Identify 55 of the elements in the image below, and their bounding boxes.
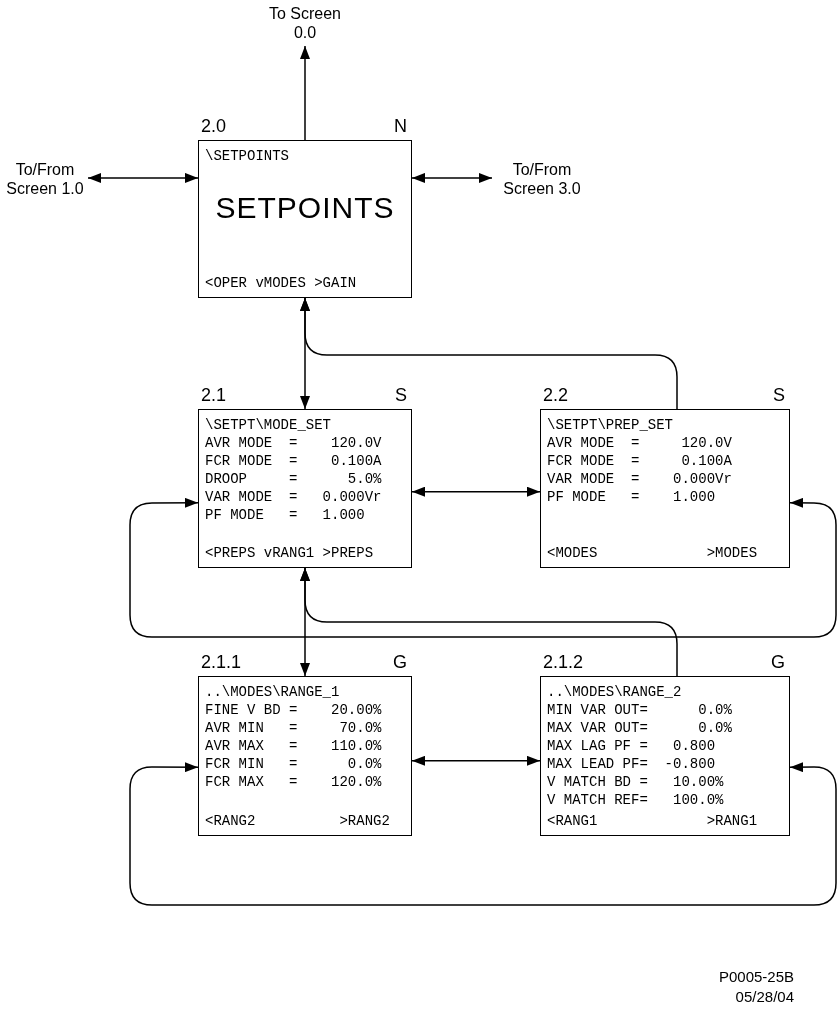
screen-text-line: FCR MAX = 120.0% bbox=[205, 773, 382, 791]
navigation-line: <PREPS vRANG1 >PREPS bbox=[205, 544, 374, 562]
screen-text-line: \SETPT\MODE_SET bbox=[205, 416, 332, 434]
connector-arrow bbox=[411, 755, 541, 766]
drawing-number: 05/28/04 bbox=[735, 988, 794, 1005]
connector-arrow bbox=[300, 45, 310, 141]
screen-text-line: V MATCH REF= 100.0% bbox=[547, 791, 724, 809]
note-text: To/From Screen 1.0 bbox=[6, 161, 84, 197]
screen-text-line: FINE V BD = 20.00% bbox=[205, 701, 382, 719]
connector-arrow bbox=[411, 172, 493, 183]
screen-number: 2.2 bbox=[543, 385, 569, 406]
connector-arrow bbox=[87, 172, 199, 183]
connector-arrow bbox=[129, 497, 837, 638]
drawing-number: P0005-25B bbox=[718, 968, 794, 985]
screen-title: SETPOINTS bbox=[215, 191, 395, 225]
screen-text-line: \SETPOINTS bbox=[205, 147, 289, 165]
screen-text-line: MIN VAR OUT= 0.0% bbox=[547, 701, 732, 719]
screen-letter: S bbox=[773, 385, 785, 406]
note-text: To/From Screen 3.0 bbox=[503, 161, 581, 197]
screen-number: 2.1.1 bbox=[201, 652, 242, 673]
navigation-line: <RANG2 >RANG2 bbox=[205, 812, 390, 830]
screen-letter: S bbox=[395, 385, 407, 406]
screen-text-line: AVR MAX = 110.0% bbox=[205, 737, 382, 755]
screen-letter: N bbox=[394, 116, 407, 137]
screen-text-line: MAX LEAD PF= -0.800 bbox=[547, 755, 716, 773]
screen-text-line: MAX VAR OUT= 0.0% bbox=[547, 719, 732, 737]
screen-letter: G bbox=[393, 652, 407, 673]
screen-number: 2.1.2 bbox=[543, 652, 584, 673]
screen-number: 2.0 bbox=[201, 116, 227, 137]
screen-text-line: FCR MODE = 0.100A bbox=[205, 452, 382, 470]
screen-text-line: VAR MODE = 0.000Vr bbox=[547, 470, 732, 488]
navigation-line: <RANG1 >RANG1 bbox=[547, 812, 758, 830]
screen-text-line: VAR MODE = 0.000Vr bbox=[205, 488, 382, 506]
screen-text-line: AVR MIN = 70.0% bbox=[205, 719, 382, 737]
screen-text-line: ..\MODES\RANGE_2 bbox=[547, 683, 682, 701]
screen-text-line: ..\MODES\RANGE_1 bbox=[205, 683, 340, 701]
screen-text-line: MAX LAG PF = 0.800 bbox=[547, 737, 716, 755]
connector-arrow bbox=[300, 297, 678, 410]
screen-text-line: PF MODE = 1.000 bbox=[205, 506, 365, 524]
screen-text-line: AVR MODE = 120.0V bbox=[205, 434, 382, 452]
screen-text-line: AVR MODE = 120.0V bbox=[547, 434, 732, 452]
screen-text-line: PF MODE = 1.000 bbox=[547, 488, 716, 506]
navigation-line: <MODES >MODES bbox=[547, 544, 758, 562]
note-text: To Screen 0.0 bbox=[268, 5, 341, 41]
screen-letter: G bbox=[771, 652, 785, 673]
connector-arrow bbox=[300, 567, 678, 677]
navigation-line: <OPER vMODES >GAIN bbox=[205, 274, 357, 292]
screen-text-line: FCR MIN = 0.0% bbox=[205, 755, 382, 773]
screen-text-line: V MATCH BD = 10.00% bbox=[547, 773, 724, 791]
screen-text-line: \SETPT\PREP_SET bbox=[547, 416, 674, 434]
screen-text-line: FCR MODE = 0.100A bbox=[547, 452, 732, 470]
connector-arrow bbox=[411, 486, 541, 497]
connector-arrow bbox=[129, 762, 837, 906]
screen-text-line: DROOP = 5.0% bbox=[205, 470, 382, 488]
screen-number: 2.1 bbox=[201, 385, 227, 406]
